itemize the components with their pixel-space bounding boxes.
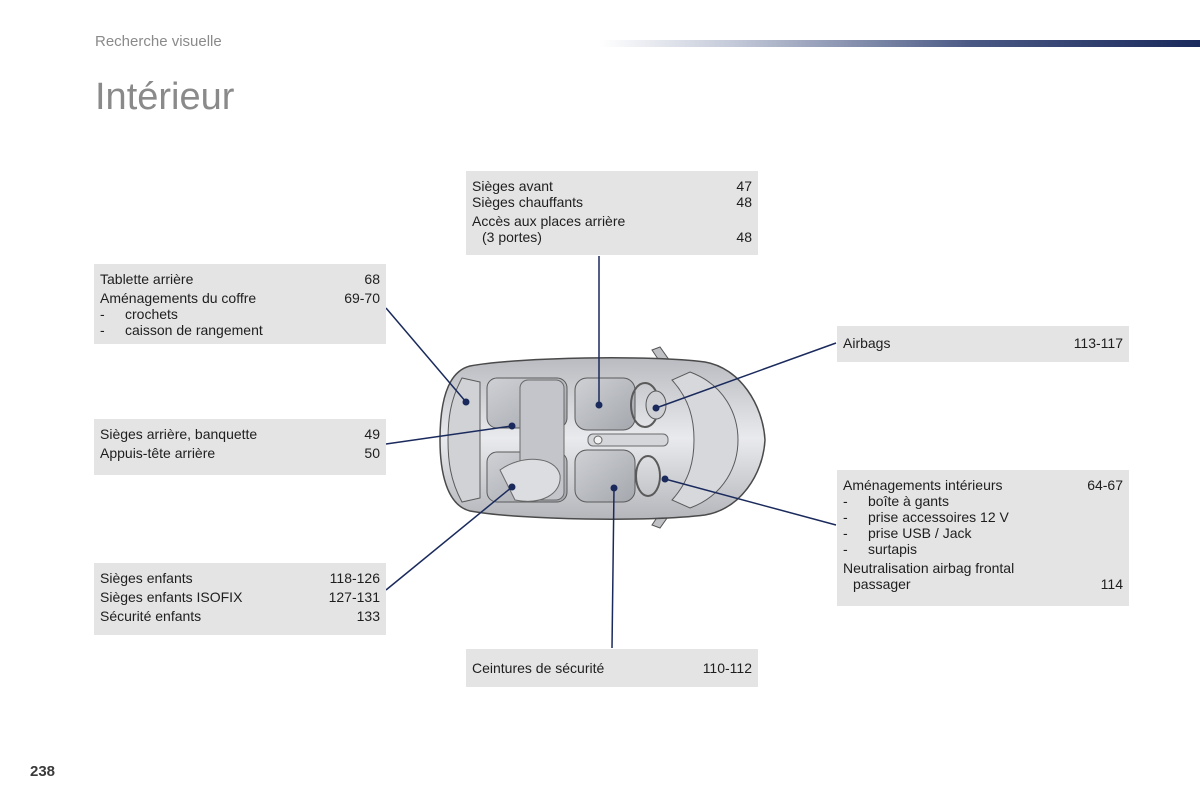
entry-label: Sièges enfants [100,570,193,586]
leader-belts [611,487,615,649]
callout-seat-belts: Ceintures de sécurité 110-112 [466,649,758,687]
entry-page-ref: 48 [736,194,752,210]
front-seat-right [574,449,636,503]
subitem-mats: -surtapis [843,541,918,557]
entry-boot-fittings[interactable]: Aménagements du coffre 69-70 [100,290,380,306]
entry-label: Aménagements intérieurs [843,477,1003,493]
entry-child-safety[interactable]: Sécurité enfants 133 [100,608,380,624]
entry-page-ref: 68 [364,271,380,287]
entry-label-line1: Neutralisation airbag frontal [843,560,1015,576]
leader-rear-seats [385,425,513,445]
section-label: Recherche visuelle [95,33,222,50]
center-console [587,433,669,447]
entry-airbags[interactable]: Airbags 113-117 [843,335,1123,351]
entry-front-seats[interactable]: Sièges avant 47 [472,178,752,194]
car-illustration [439,346,766,529]
entry-page-ref: 133 [356,608,380,624]
entry-heated-seats[interactable]: Sièges chauffants 48 [472,194,752,210]
entry-page-ref: 69-70 [344,290,380,306]
entry-page-ref: 114 [1100,576,1123,592]
entry-page-ref: 50 [364,445,380,461]
subitem-label: surtapis [868,541,918,557]
entry-interior-fittings[interactable]: Aménagements intérieurs 64-67 [843,477,1123,493]
dot-front-seats [595,401,603,409]
callout-rear-seats: Sièges arrière, banquette 49 Appuis-tête… [94,419,386,475]
leader-dots [462,398,669,492]
leader-airbags [655,342,837,409]
subitem-usb-jack: -prise USB / Jack [843,525,972,541]
subitem-label: prise accessoires 12 V [868,509,1009,525]
callout-child-seats: Sièges enfants 118-126 Sièges enfants IS… [94,563,386,635]
entry-page-ref: 110-112 [702,660,752,676]
entry-rear-bench[interactable]: Sièges arrière, banquette 49 [100,426,380,442]
leader-rear-storage [385,307,467,403]
callout-airbags: Airbags 113-117 [837,326,1129,362]
entry-page-ref: 47 [736,178,752,194]
entry-page-ref: 113-117 [1073,335,1123,351]
entry-label-line2: passager [853,576,911,592]
entry-label: Sièges arrière, banquette [100,426,258,442]
entry-rear-access[interactable]: Accès aux places arrière (3 portes) 48 [472,213,752,245]
entry-label: Aménagements du coffre [100,290,257,306]
entry-label: Ceintures de sécurité [472,660,605,676]
subitem-glovebox: -boîte à gants [843,493,949,509]
child-seat [499,458,561,502]
console-knob [593,435,603,445]
entry-label: Appuis-tête arrière [100,445,216,461]
subitem-label: prise USB / Jack [868,525,972,541]
leader-interior [664,478,837,526]
front-seat-left [574,377,636,431]
subitem-12v-socket: -prise accessoires 12 V [843,509,1009,525]
callout-interior-fittings: Aménagements intérieurs 64-67 -boîte à g… [837,470,1129,606]
passenger-dash [635,455,661,497]
subitem-label: crochets [125,306,178,322]
trunk-area [447,377,481,503]
entry-label: Airbags [843,335,891,351]
subitem-hooks: -crochets [100,306,178,322]
subitem-label: boîte à gants [868,493,949,509]
entry-page-ref: 64-67 [1087,477,1123,493]
entry-label: Sièges enfants ISOFIX [100,589,243,605]
dot-interior [661,475,669,483]
dot-airbags [652,404,660,412]
entry-airbag-neutralisation[interactable]: Neutralisation airbag frontal passager 1… [843,560,1123,592]
entry-label: Sièges avant [472,178,553,194]
entry-label: Tablette arrière [100,271,194,287]
callout-rear-storage: Tablette arrière 68 Aménagements du coff… [94,264,386,344]
leader-lines [385,256,837,649]
entry-isofix-seats[interactable]: Sièges enfants ISOFIX 127-131 [100,589,380,605]
entry-label-line2: (3 portes) [482,229,542,245]
entry-rear-shelf[interactable]: Tablette arrière 68 [100,271,380,287]
dot-rear-storage [462,398,470,406]
entry-seat-belts[interactable]: Ceintures de sécurité 110-112 [472,660,752,676]
dot-child-seats [508,483,516,491]
page-title: Intérieur [95,76,235,118]
page-number: 238 [30,763,56,780]
entry-page-ref: 127-131 [328,589,380,605]
entry-label-line1: Accès aux places arrière [472,213,626,229]
dot-rear-seats [508,422,516,430]
subitem-label: caisson de rangement [125,322,263,338]
entry-page-ref: 118-126 [329,570,380,586]
header-gradient-bar [600,40,1200,47]
subitem-storage-box: -caisson de rangement [100,322,263,338]
windshield [671,371,739,509]
leader-child-seats [385,486,513,591]
entry-page-ref: 49 [364,426,380,442]
entry-label: Sièges chauffants [472,194,584,210]
entry-child-seats[interactable]: Sièges enfants 118-126 [100,570,380,586]
entry-page-ref: 48 [736,229,752,245]
entry-label: Sécurité enfants [100,608,202,624]
dot-belts [610,484,618,492]
entry-rear-headrests[interactable]: Appuis-tête arrière 50 [100,445,380,461]
callout-front-seats: Sièges avant 47 Sièges chauffants 48 Acc… [466,171,758,255]
